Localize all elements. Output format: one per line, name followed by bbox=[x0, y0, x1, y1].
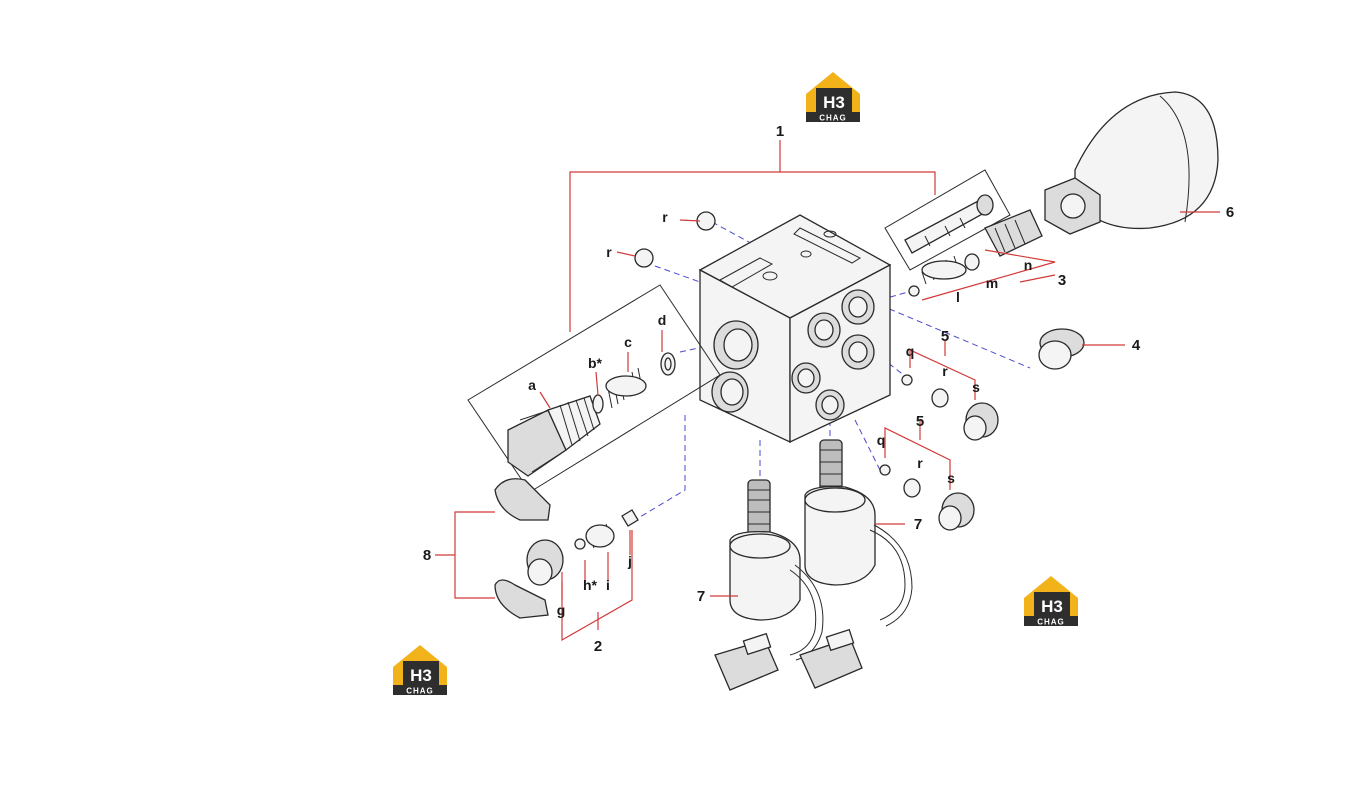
callout-r-left: r bbox=[606, 244, 612, 260]
pressure-switch-poppet-box bbox=[884, 169, 1011, 271]
spring-assembly-3 bbox=[908, 253, 980, 297]
solenoid-valve-right bbox=[799, 439, 913, 689]
logo-mark: H3 bbox=[1041, 597, 1063, 616]
callout-r-top: r bbox=[662, 209, 668, 225]
callout-6: 6 bbox=[1226, 204, 1234, 221]
callout-5-lower: 5 bbox=[916, 413, 924, 430]
callout-h: h* bbox=[583, 577, 598, 593]
callout-4: 4 bbox=[1132, 337, 1141, 354]
callout-a: a bbox=[528, 377, 536, 393]
logo-mark: H3 bbox=[410, 666, 432, 685]
plug-set-5-upper bbox=[901, 374, 999, 441]
callout-q-upper: q bbox=[906, 343, 915, 359]
callout-q-lower: q bbox=[877, 432, 886, 448]
callout-c: c bbox=[624, 334, 632, 350]
relief-valve-assembly bbox=[467, 284, 721, 493]
callout-7-left: 7 bbox=[697, 588, 705, 605]
callout-d: d bbox=[658, 312, 667, 328]
callout-l: l bbox=[956, 289, 960, 305]
callout-5-upper: 5 bbox=[941, 328, 949, 345]
plug-set-5-lower bbox=[879, 464, 975, 531]
callout-i: i bbox=[606, 577, 610, 593]
callout-8: 8 bbox=[423, 547, 431, 564]
callout-r-upper: r bbox=[942, 363, 948, 379]
logo-subtext: CHAG bbox=[819, 114, 847, 123]
callout-r-lower: r bbox=[917, 455, 923, 471]
plug-r-upper bbox=[634, 211, 716, 268]
logo-subtext: CHAG bbox=[406, 687, 434, 696]
plug-4 bbox=[1038, 328, 1085, 370]
callout-1: 1 bbox=[776, 123, 784, 140]
clip-parts-8 bbox=[494, 478, 551, 619]
callout-7-right: 7 bbox=[914, 516, 922, 533]
callout-b: b* bbox=[588, 355, 603, 371]
check-valve-assembly-2 bbox=[526, 509, 639, 586]
solenoid-valve-left bbox=[714, 479, 824, 691]
brand-logo-right: H3 CHAG bbox=[1024, 576, 1078, 627]
logo-subtext: CHAG bbox=[1037, 618, 1065, 627]
callout-j: j bbox=[627, 553, 632, 569]
callout-s-upper: s bbox=[972, 379, 980, 395]
callout-n: n bbox=[1024, 257, 1033, 273]
callout-3: 3 bbox=[1058, 272, 1066, 289]
callout-s-lower: s bbox=[947, 470, 955, 486]
accumulator bbox=[984, 91, 1219, 257]
valve-block bbox=[698, 214, 892, 444]
brand-logo-top: H3 CHAG bbox=[806, 72, 860, 123]
callout-m: m bbox=[986, 275, 998, 291]
callout-labels: 1 2 3 4 5 5 6 7 7 8 a b* c d g h* i j l … bbox=[423, 123, 1234, 655]
callout-2: 2 bbox=[594, 638, 602, 655]
logo-mark: H3 bbox=[823, 93, 845, 112]
brand-logo-bottom-left: H3 CHAG bbox=[393, 645, 447, 696]
callout-g: g bbox=[557, 602, 566, 618]
leader-lines bbox=[435, 140, 1220, 642]
